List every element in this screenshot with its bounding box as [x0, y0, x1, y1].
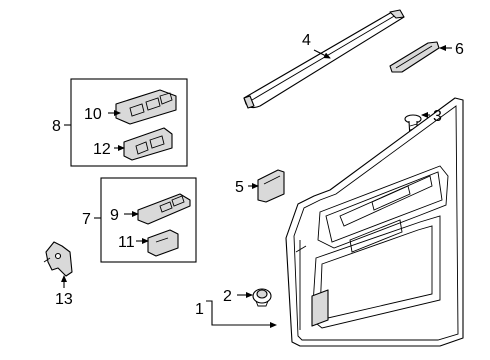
- callout-5: 5: [235, 179, 244, 196]
- switch-housing-part: [147, 229, 179, 257]
- callout-1: 1: [195, 301, 204, 318]
- assembly-box-8: [70, 78, 188, 167]
- callout-10: 10: [84, 106, 102, 123]
- assembly-box-7: [100, 177, 197, 263]
- callout-2: 2: [223, 288, 232, 305]
- callout-labels: 4 6 3 5 2 1 8 10 12 7 9 11 13: [52, 32, 464, 318]
- callout-12: 12: [93, 141, 111, 158]
- door-trim-panel-part: [285, 97, 464, 347]
- callout-8: 8: [52, 118, 61, 135]
- belt-molding-part: [243, 9, 405, 109]
- bracket-part: [257, 169, 285, 203]
- callout-13: 13: [55, 291, 73, 308]
- callout-7: 7: [82, 211, 91, 228]
- leader-lines: [61, 45, 452, 328]
- callout-3: 3: [433, 108, 442, 125]
- push-clip-part: [252, 288, 272, 307]
- callout-9: 9: [110, 207, 119, 224]
- master-window-switch-part: [115, 89, 177, 125]
- switch-bezel-part: [123, 127, 173, 161]
- mount-bracket-part: [43, 241, 73, 277]
- callout-6: 6: [455, 41, 464, 58]
- trim-cover-part: [389, 41, 440, 73]
- callout-4: 4: [302, 32, 311, 49]
- window-switch-part: [137, 193, 191, 225]
- callout-11: 11: [118, 234, 135, 251]
